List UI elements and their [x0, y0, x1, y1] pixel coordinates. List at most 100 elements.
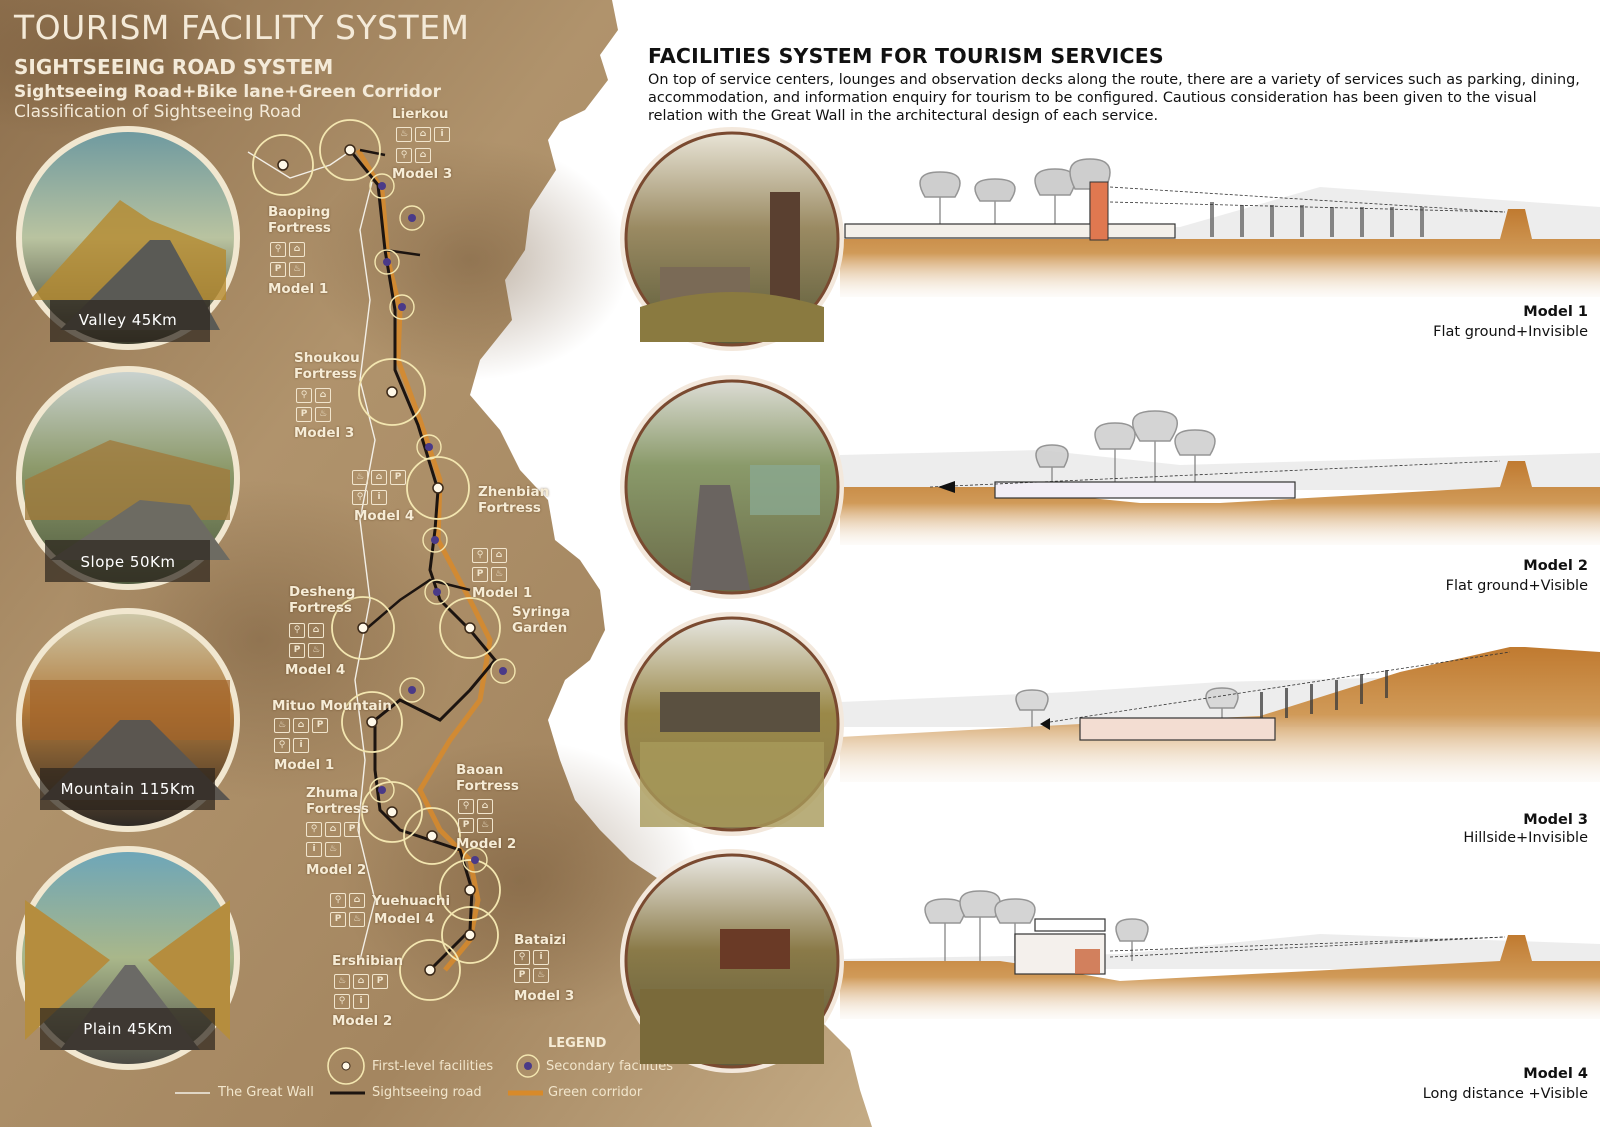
- road-label-slope: Slope 50Km: [80, 553, 176, 571]
- legend-great-wall: The Great Wall: [218, 1085, 314, 1100]
- model-label-lierkou: Model 3: [392, 166, 453, 182]
- model-1-title: Model 1: [1523, 304, 1588, 320]
- restroom-icon: ⚲: [289, 623, 305, 638]
- facility-icons: i♨: [306, 842, 341, 857]
- place-yuehuachi: Yuehuachi: [372, 893, 451, 909]
- model-2-subtitle: Flat ground+Visible: [1445, 578, 1588, 594]
- model-label-zhuma: Model 2: [306, 862, 367, 878]
- facility-icons: ⚲⌂: [458, 799, 493, 814]
- parking-icon: P: [270, 262, 286, 277]
- model-label-desheng: Model 4: [285, 662, 346, 678]
- model-label-bataizi: Model 3: [514, 988, 575, 1004]
- model-3-section: [620, 612, 1600, 836]
- dining-icon: ♨: [349, 912, 365, 927]
- facility-icons: P♨: [330, 912, 365, 927]
- dining-icon: ♨: [325, 842, 341, 857]
- dining-icon: ♨: [352, 470, 368, 485]
- facility-icons: ♨⌂P: [352, 470, 406, 485]
- legend-symbols: [175, 1047, 543, 1096]
- facility-icons: ⚲i: [334, 994, 369, 1009]
- place-syringa: Syringa Garden: [512, 604, 571, 636]
- place-bataizi: Bataizi: [514, 932, 567, 948]
- road-photo-mountain: [16, 608, 240, 832]
- model-4-title: Model 4: [1523, 1066, 1588, 1082]
- road-photo-valley: [16, 126, 240, 350]
- facilities-heading: FACILITIES SYSTEM FOR TOURISM SERVICES: [648, 44, 1164, 68]
- facility-icons: ♨⌂P: [334, 974, 388, 989]
- parking-icon: P: [289, 643, 305, 658]
- facility-icons: ⚲⌂: [472, 548, 507, 563]
- dining-icon: ♨: [396, 127, 412, 142]
- model-label-ershibian: Model 2: [332, 1013, 393, 1029]
- lodging-icon: ⌂: [477, 799, 493, 814]
- place-lierkou: Lierkou: [392, 106, 449, 122]
- info-icon: i: [353, 994, 369, 1009]
- restroom-icon: ⚲: [306, 822, 322, 837]
- dining-icon: ♨: [477, 818, 493, 833]
- facility-icons: P♨: [458, 818, 493, 833]
- parking-icon: P: [312, 718, 328, 733]
- lodging-icon: ⌂: [308, 623, 324, 638]
- road-system-subtitle: Sightseeing Road+Bike lane+Green Corrido…: [14, 82, 441, 102]
- lodging-icon: ⌂: [371, 470, 387, 485]
- lodging-icon: ⌂: [415, 148, 431, 163]
- place-zhenbian: Zhenbian Fortress: [478, 484, 550, 516]
- model-1-subtitle: Flat ground+Invisible: [1433, 324, 1588, 340]
- facility-icons: P♨: [296, 407, 331, 422]
- model-label-yuehuachi: Model 4: [374, 911, 435, 927]
- lodging-icon: ⌂: [325, 822, 341, 837]
- parchment-map: [0, 0, 872, 1127]
- road-system-title: SIGHTSEEING ROAD SYSTEM: [14, 55, 334, 79]
- legend-road: Sightseeing road: [372, 1085, 482, 1100]
- facility-icons: P♨: [472, 567, 507, 582]
- info-icon: i: [434, 127, 450, 142]
- model-4-section: [620, 849, 1600, 1073]
- facility-icons: ⚲i: [352, 490, 387, 505]
- dining-icon: ♨: [491, 567, 507, 582]
- place-desheng: Desheng Fortress: [289, 584, 356, 616]
- legend-title: LEGEND: [548, 1036, 607, 1051]
- sightseeing-road-line: [348, 149, 497, 972]
- facility-icons: ⚲⌂: [330, 893, 365, 908]
- parking-icon: P: [390, 470, 406, 485]
- road-label-plain: Plain 45Km: [83, 1020, 173, 1038]
- facility-icons: ⚲i: [514, 950, 549, 965]
- dining-icon: ♨: [308, 643, 324, 658]
- restroom-icon: ⚲: [296, 388, 312, 403]
- model-label-baoan: Model 2: [456, 836, 517, 852]
- facility-icons: ⚲i: [274, 738, 309, 753]
- place-zhuma: Zhuma Fortress: [306, 785, 369, 817]
- dining-icon: ♨: [274, 718, 290, 733]
- dining-icon: ♨: [289, 262, 305, 277]
- facility-icons: ⚲⌂: [270, 242, 305, 257]
- restroom-icon: ⚲: [396, 148, 412, 163]
- lodging-icon: ⌂: [353, 974, 369, 989]
- model-2-title: Model 2: [1523, 558, 1588, 574]
- dining-icon: ♨: [533, 968, 549, 983]
- place-ershibian: Ershibian: [332, 953, 404, 969]
- road-photo-plain: [16, 846, 240, 1070]
- model-label-shoukou: Model 3: [294, 425, 355, 441]
- facility-icons: ⚲⌂P: [306, 822, 360, 837]
- model-3-title: Model 3: [1523, 812, 1588, 828]
- facility-icons: ⚲⌂: [396, 148, 431, 163]
- restroom-icon: ⚲: [514, 950, 530, 965]
- legend-corridor: Green corridor: [548, 1085, 643, 1100]
- road-label-mountain: Mountain 115Km: [60, 780, 196, 798]
- model-sections: [620, 127, 1600, 1073]
- facility-icons: ⚲⌂: [296, 388, 331, 403]
- facility-icons: P♨: [289, 643, 324, 658]
- model-label-baoping: Model 1: [268, 281, 329, 297]
- restroom-icon: ⚲: [270, 242, 286, 257]
- parking-icon: P: [514, 968, 530, 983]
- model-label-zhenbian: Model 4: [354, 508, 415, 524]
- parking-icon: P: [372, 974, 388, 989]
- info-icon: i: [371, 490, 387, 505]
- lodging-icon: ⌂: [293, 718, 309, 733]
- model-2-section: [620, 375, 1600, 599]
- parking-icon: P: [344, 822, 360, 837]
- model-label-mituo: Model 1: [274, 757, 335, 773]
- restroom-icon: ⚲: [458, 799, 474, 814]
- facility-icons: P♨: [514, 968, 549, 983]
- model-1-section: [620, 127, 1600, 351]
